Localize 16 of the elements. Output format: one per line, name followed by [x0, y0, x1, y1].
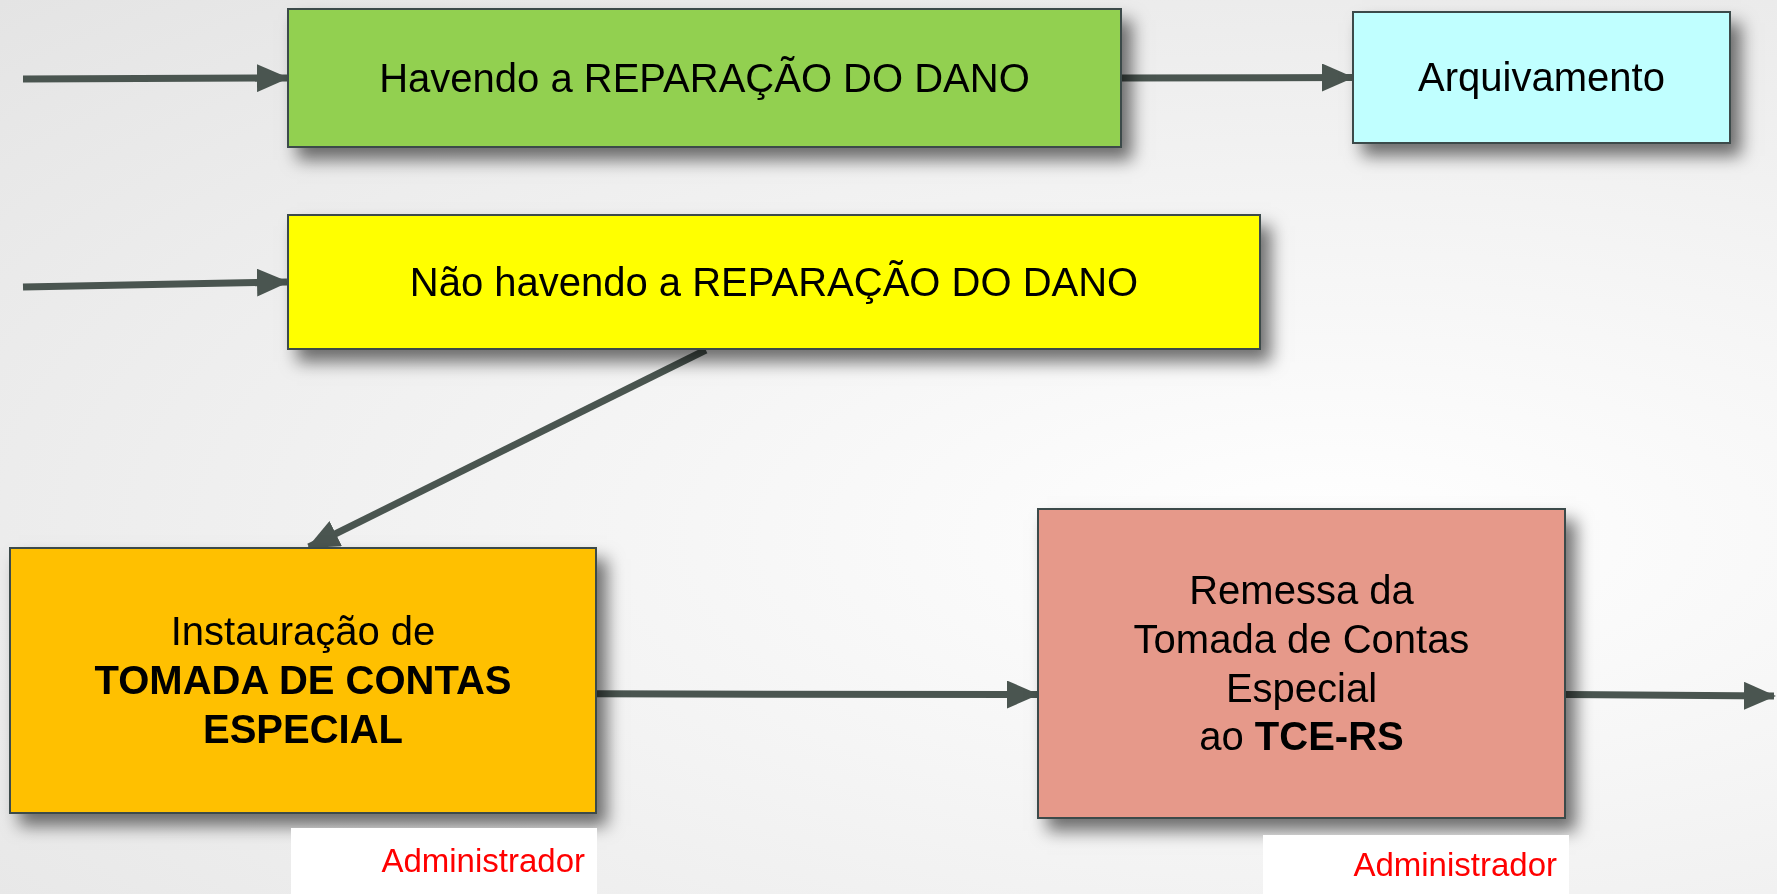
process-box — [287, 214, 1261, 350]
role-label: Administrador — [291, 828, 597, 894]
box-text: Havendo a REPARAÇÃO DO DANO — [379, 54, 1030, 102]
box-text: Não havendo a REPARAÇÃO DO DANO — [409, 258, 1139, 306]
box-text: Arquivamento — [1418, 54, 1665, 102]
arrow — [1122, 63, 1354, 92]
role-label: Administrador — [1263, 835, 1569, 894]
process-box — [1037, 508, 1566, 819]
arrow — [22, 268, 289, 297]
arrow — [597, 680, 1039, 709]
process-box — [287, 8, 1122, 148]
process-box — [1352, 11, 1731, 144]
arrow — [1565, 681, 1776, 710]
process-box — [9, 547, 597, 814]
box-text: Instauração de TOMADA DE CONTAS ESPECIAL — [93, 608, 513, 753]
box-text: ao TCE-RS — [1199, 713, 1404, 761]
